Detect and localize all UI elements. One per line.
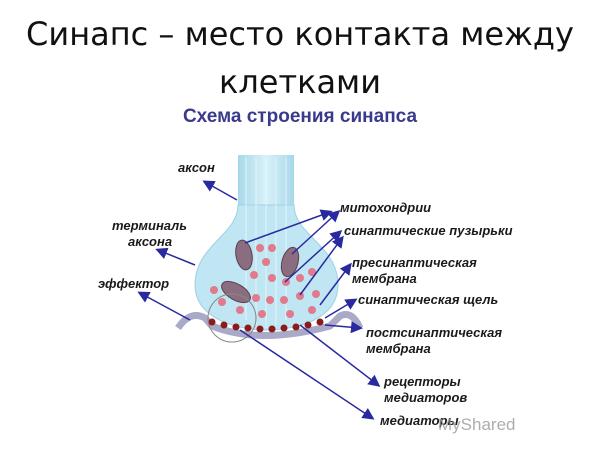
mitochondria-shapes xyxy=(221,239,300,304)
label-mitochondria: митохондрии xyxy=(340,200,432,215)
watermark: MyShared xyxy=(438,415,516,434)
label-postsynaptic-2: мембрана xyxy=(366,341,431,356)
diagram-subtitle: Схема строения синапса xyxy=(182,106,418,127)
receptors xyxy=(208,318,324,333)
label-presynaptic-1: пресинаптическая xyxy=(352,255,477,270)
label-postsynaptic-1: постсинаптическая xyxy=(366,325,503,340)
label-presynaptic-2: мембрана xyxy=(352,271,417,286)
label-axon: аксон xyxy=(178,160,215,175)
label-mediators: медиаторы xyxy=(380,413,459,428)
label-vesicles: синаптические пузырьки xyxy=(344,223,513,238)
slide-title-line2: клетками xyxy=(219,63,381,101)
magnifier-circle xyxy=(207,293,257,343)
postsynaptic-membrane xyxy=(175,311,364,339)
label-terminal-2: аксона xyxy=(128,234,173,249)
label-effector: эффектор xyxy=(98,276,170,291)
label-cleft: синаптическая щель xyxy=(358,292,499,307)
label-receptors-2: медиаторов xyxy=(384,390,468,405)
vesicles xyxy=(210,244,320,318)
label-terminal-1: терминаль xyxy=(112,218,187,233)
label-receptors-1: рецепторы xyxy=(384,374,461,389)
slide-title-line1: Синапс – место контакта между xyxy=(26,15,574,53)
